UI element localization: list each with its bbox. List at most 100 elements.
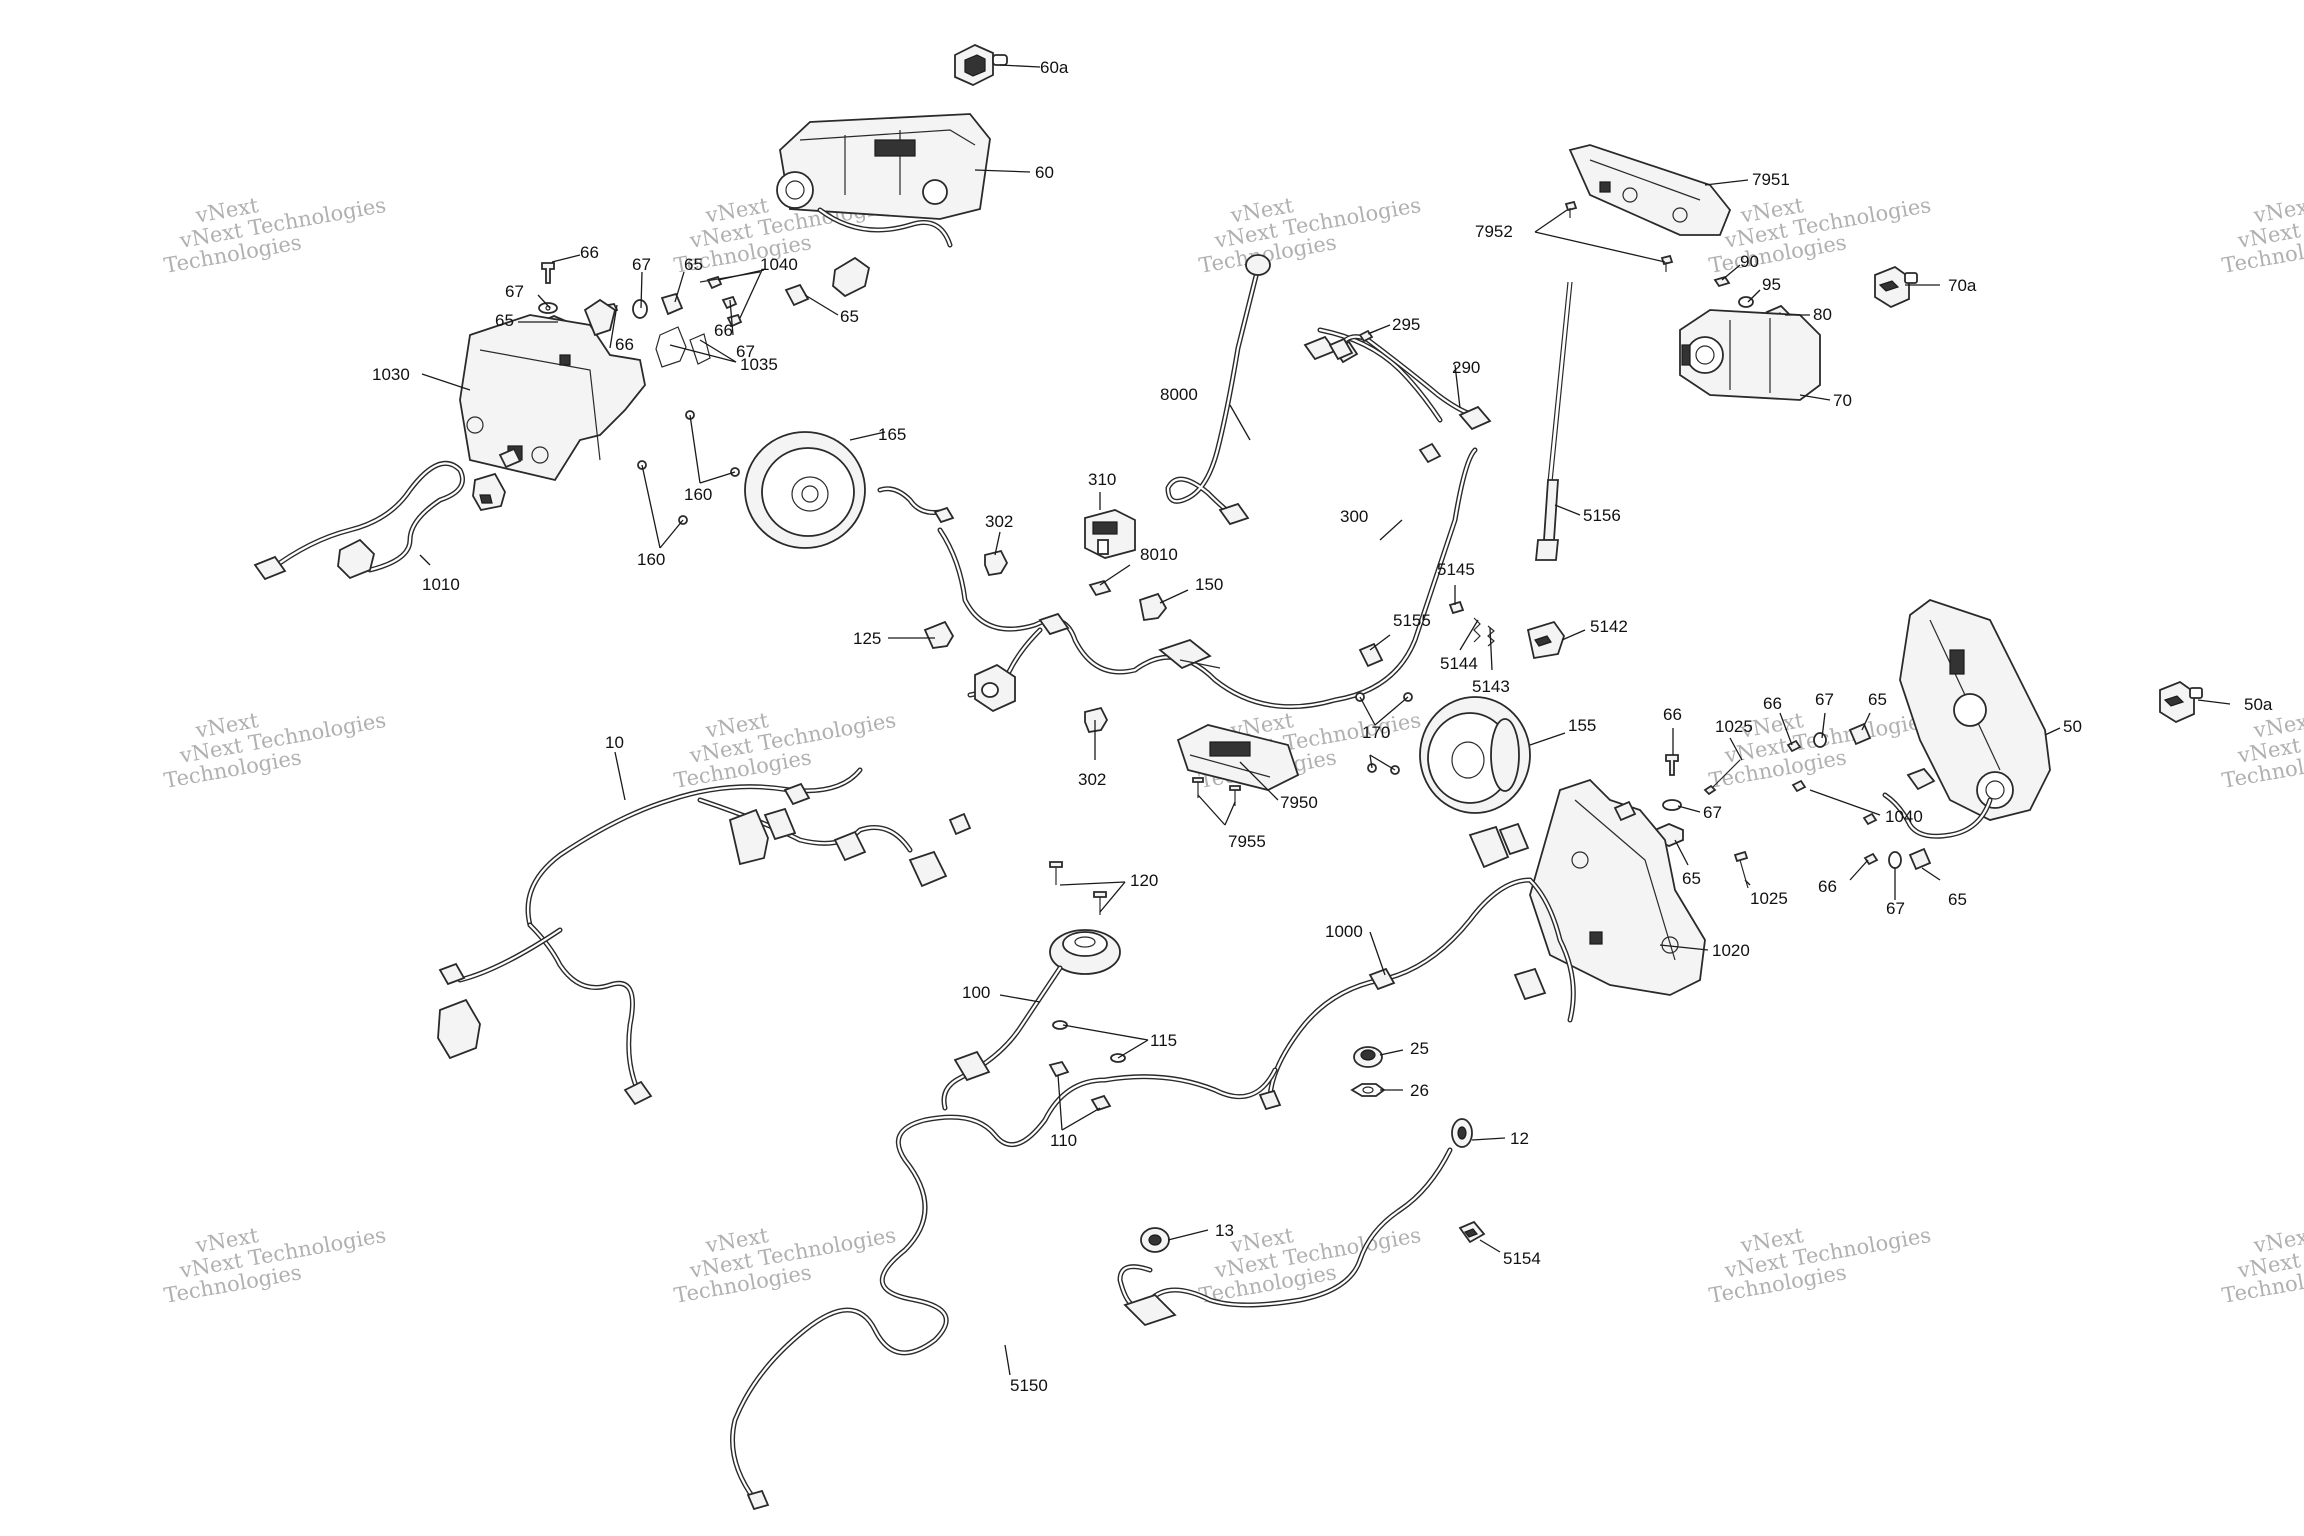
part-1035-clips <box>655 326 711 368</box>
callout-label: 60a <box>1040 58 1069 77</box>
callout-label: 26 <box>1410 1081 1429 1100</box>
part-1010-harness <box>253 447 522 581</box>
callout-label: 65 <box>495 311 514 330</box>
part-125-clip <box>923 620 955 649</box>
part-155-speaker <box>1419 696 1531 814</box>
callout-label: 1025 <box>1715 717 1753 736</box>
part-7950-module <box>1176 724 1300 791</box>
callout-label: 160 <box>684 485 712 504</box>
part-5150-antenna-cable <box>730 1067 1278 1511</box>
callout-label: 170 <box>1362 723 1390 742</box>
callout-label: 65 <box>1948 890 1967 909</box>
part-1020-bracket-right <box>1529 778 1706 996</box>
callout-label: 67 <box>736 342 755 361</box>
part-8000-cable <box>1165 254 1271 526</box>
callout-label: 302 <box>985 512 1013 531</box>
part-1000-harness <box>1258 822 1576 1111</box>
part-302-clip-lower <box>1084 706 1109 734</box>
callout-label: 1030 <box>372 365 410 384</box>
callout-label: 1040 <box>1885 807 1923 826</box>
callout-label: 1035 <box>740 355 778 374</box>
part-5154-connector <box>1458 1220 1486 1244</box>
part-120-screws <box>1049 861 1107 915</box>
part-5145-nut <box>1448 600 1465 615</box>
part-150-clip <box>1138 592 1168 622</box>
part-8010-clip <box>1088 579 1112 597</box>
part-10-harness-main <box>437 767 972 1106</box>
callout-label: 67 <box>1815 690 1834 709</box>
callout-label: 290 <box>1452 358 1480 377</box>
callout-label: 67 <box>1886 899 1905 918</box>
callout-label: 95 <box>1762 275 1781 294</box>
callout-label: 67 <box>1703 803 1722 822</box>
callout-label: 7955 <box>1228 832 1266 851</box>
part-5144-spacer <box>1473 617 1481 643</box>
parts-group <box>253 44 2203 1511</box>
callout-label: 70 <box>1833 391 1852 410</box>
part-5156-antenna <box>1535 281 1573 561</box>
watermark: vNext vNext Technologies Technologies <box>162 1223 387 1308</box>
callout-label: 65 <box>1868 690 1887 709</box>
part-5155-connector <box>1358 642 1384 668</box>
callout-label: 65 <box>684 255 703 274</box>
watermark: vNext vNext Technologies Technologies <box>1197 193 1422 278</box>
callout-label: 310 <box>1088 470 1116 489</box>
callout-label: 25 <box>1410 1039 1429 1058</box>
callout-label: 302 <box>1078 770 1106 789</box>
callout-label: 5144 <box>1440 654 1478 673</box>
callout-label: 70a <box>1948 276 1977 295</box>
callout-label: 10 <box>605 733 624 752</box>
watermark: vNext vNext Technologies Technologies <box>672 1223 897 1308</box>
callout-label: 67 <box>505 282 524 301</box>
callout-label: 7951 <box>1752 170 1790 189</box>
callout-labels: 60a 60 66 67 65 66 67 65 1040 66 67 65 1… <box>372 58 2273 1395</box>
part-13-clip <box>1140 1227 1170 1253</box>
part-100-horn <box>941 929 1121 1111</box>
part-cable-loop <box>1117 1147 1453 1327</box>
callout-label: 1020 <box>1712 941 1750 960</box>
watermark: vNext vNext Technologies Technologies <box>162 193 387 278</box>
callout-label: 150 <box>1195 575 1223 594</box>
part-12-clip <box>1451 1118 1473 1148</box>
part-302-clip-upper <box>984 549 1009 577</box>
leader-lines <box>419 64 2231 1376</box>
callout-label: 1040 <box>760 255 798 274</box>
callout-label: 66 <box>714 321 733 340</box>
part-160-screws <box>637 410 740 525</box>
part-50-headlight-right <box>1882 598 2051 839</box>
callout-label: 66 <box>1818 877 1837 896</box>
watermark: vNext vNext Technologies Technologies <box>2220 193 2304 278</box>
callout-label: 5154 <box>1503 1249 1541 1268</box>
part-165-speaker <box>744 431 955 549</box>
watermark: vNext vNext Technologies Technologies <box>1707 193 1932 278</box>
callout-label: 65 <box>840 307 859 326</box>
callout-label: 5156 <box>1583 506 1621 525</box>
part-60a-bulb-socket <box>954 44 1008 86</box>
callout-label: 120 <box>1130 871 1158 890</box>
callout-label: 5155 <box>1393 611 1431 630</box>
part-310-usb-socket <box>1084 509 1136 559</box>
callout-label: 66 <box>580 243 599 262</box>
part-300-harness-center <box>937 327 1478 713</box>
callout-label: 7950 <box>1280 793 1318 812</box>
part-290-harness <box>1328 334 1492 431</box>
callout-label: 155 <box>1568 716 1596 735</box>
callout-label: 67 <box>632 255 651 274</box>
callout-label: 1025 <box>1750 889 1788 908</box>
watermark: vNext vNext Technologies Technologies <box>672 708 897 793</box>
watermark: vNext vNext Technologies Technologies <box>2220 1223 2304 1308</box>
callout-label: 5142 <box>1590 617 1628 636</box>
part-5143-spring <box>1487 625 1495 647</box>
part-1030-bracket-left <box>459 298 646 482</box>
part-110-nuts <box>1048 1060 1112 1112</box>
callout-label: 295 <box>1392 315 1420 334</box>
callout-label: 8000 <box>1160 385 1198 404</box>
part-hardware-right-cluster <box>1654 722 1932 889</box>
callout-label: 80 <box>1813 305 1832 324</box>
part-115-washers <box>1052 1020 1126 1063</box>
part-295-screw <box>1358 329 1379 343</box>
callout-label: 60 <box>1035 163 1054 182</box>
callout-label: 66 <box>1763 694 1782 713</box>
callout-label: 1010 <box>422 575 460 594</box>
